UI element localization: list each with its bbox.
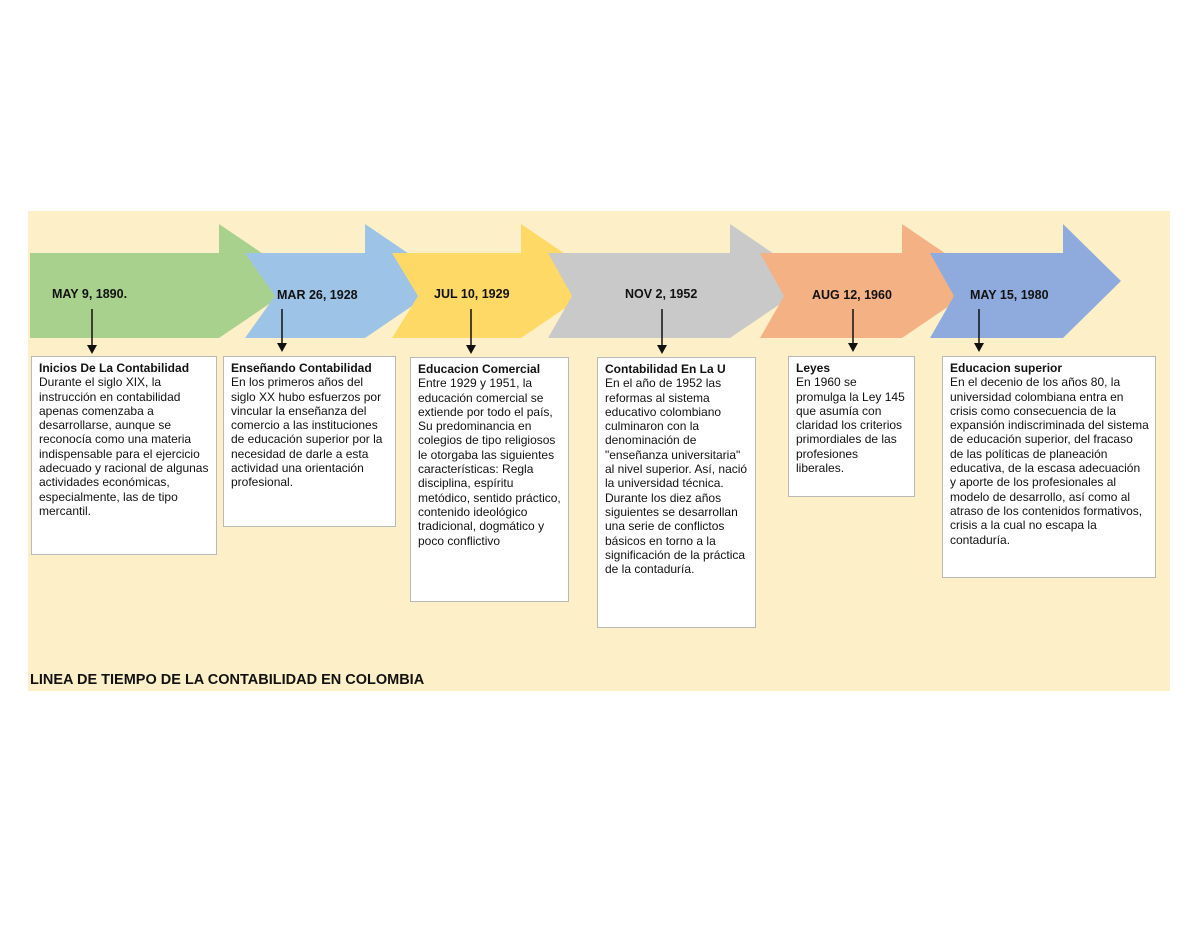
event-title: Enseñando Contabilidad — [231, 361, 372, 375]
connector-arrow-2 — [277, 309, 287, 352]
event-card-4: Contabilidad En La U En el año de 1952 l… — [597, 357, 756, 628]
event-description: En el año de 1952 las reformas al sistem… — [605, 376, 748, 577]
event-card-2: Enseñando Contabilidad En los primeros a… — [223, 356, 396, 527]
event-description: En 1960 se promulga la Ley 145 que asumí… — [796, 375, 905, 476]
timeline-title: LINEA DE TIEMPO DE LA CONTABILIDAD EN CO… — [30, 672, 425, 688]
timeline-arrow-5 — [760, 224, 986, 338]
connector-arrow-1 — [87, 309, 97, 354]
arrow-date-1: MAY 9, 1890. — [52, 287, 127, 301]
event-title: Leyes — [796, 361, 831, 375]
event-title: Inicios De La Contabilidad — [39, 361, 190, 375]
arrow-date-3: JUL 10, 1929 — [434, 287, 510, 301]
event-description: En el decenio de los años 80, la univers… — [950, 375, 1149, 547]
arrow-date-4: NOV 2, 1952 — [625, 287, 697, 301]
event-description: Entre 1929 y 1951, la educación comercia… — [418, 376, 561, 548]
connector-arrow-3 — [466, 309, 476, 354]
event-card-5: Leyes En 1960 se promulga la Ley 145 que… — [788, 356, 915, 497]
arrow-date-5: AUG 12, 1960 — [812, 288, 892, 302]
event-title: Contabilidad En La U — [605, 362, 726, 376]
connector-arrow-5 — [848, 309, 858, 352]
timeline-arrow-6 — [930, 224, 1121, 338]
event-card-6: Educacion superior En el decenio de los … — [942, 356, 1156, 578]
timeline-arrow-2 — [245, 224, 449, 338]
event-card-1: Inicios De La Contabilidad Durante el si… — [31, 356, 217, 555]
event-title: Educacion Comercial — [418, 362, 541, 376]
event-title: Educacion superior — [950, 361, 1063, 375]
event-description: Durante el siglo XIX, la instrucción en … — [39, 375, 209, 518]
event-description: En los primeros años del siglo XX hubo e… — [231, 375, 383, 490]
connector-arrow-6 — [974, 309, 984, 352]
connector-arrow-4 — [657, 309, 667, 354]
arrow-date-6: MAY 15, 1980 — [970, 288, 1049, 302]
arrow-date-2: MAR 26, 1928 — [277, 288, 358, 302]
timeline-arrow-4 — [548, 224, 814, 338]
timeline-arrow-1 — [30, 224, 303, 338]
timeline-arrow-3 — [392, 224, 605, 338]
event-card-3: Educacion Comercial Entre 1929 y 1951, l… — [410, 357, 569, 602]
